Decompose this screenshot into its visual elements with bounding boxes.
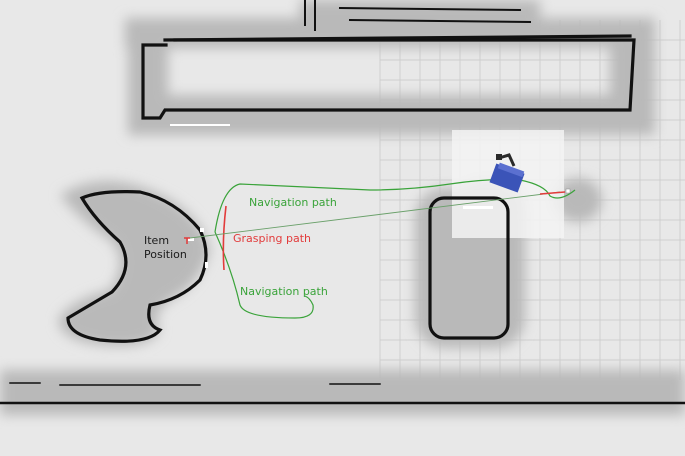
inflation-layer [0,0,685,415]
planning-line [189,191,561,239]
robot-arm-icon[interactable] [489,153,525,193]
item-position-label-line2: Position [144,248,187,261]
goal-marker [565,188,571,194]
grasping-path-label: Grasping path [233,232,312,245]
grasping-path [222,205,227,271]
sensor-noise [170,124,493,268]
navigation-path-label-upper: Navigation path [249,196,337,209]
navigation-path-upper [214,178,576,233]
navigation-path-label-lower: Navigation path [240,285,328,298]
obstacle-layer [0,0,685,405]
navigation-path-lower [214,231,314,319]
item-target-icon[interactable] [184,237,190,244]
item-position-label-line1: Item [144,234,170,247]
